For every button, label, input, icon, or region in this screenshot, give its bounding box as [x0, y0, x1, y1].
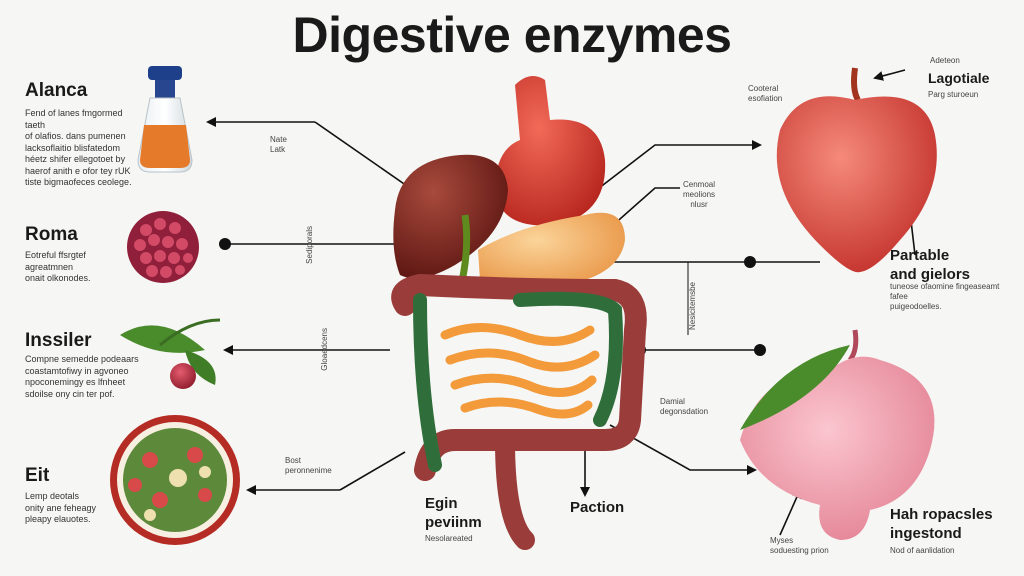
pancreas-shape — [478, 212, 625, 292]
stomach-shape — [495, 76, 606, 226]
label-eit: Eit — [25, 465, 50, 486]
label-myses: Myses soduesting prion — [770, 536, 829, 555]
arrow-pink — [609, 424, 757, 475]
label-nate: Nate Latk — [270, 135, 287, 154]
liver-shape — [393, 154, 508, 279]
label-partable: Partable and gielors — [890, 247, 971, 283]
label-egin: Egin peviinm — [425, 495, 482, 531]
label-partable-sub: tuneose ofaomine fingeaseamt fafee puige… — [890, 282, 1000, 311]
rectum — [495, 430, 535, 550]
page-title: Digestive enzymes — [292, 7, 732, 63]
label-cenmal: Cenmoal meolions nlusr — [683, 180, 716, 209]
label-gloaedcens: Gloaedcens — [320, 328, 329, 371]
small-intestine — [440, 323, 600, 419]
desc-roma: Eotreful ffsrgtef agreatmnen onait olkon… — [25, 250, 91, 283]
label-coolteral: Cooteral esofiation — [748, 84, 783, 103]
desc-alanca: Fend of lanes fmgormed taeth of olafios.… — [25, 108, 132, 187]
digestive-organs — [391, 76, 647, 550]
label-inssiler: Inssiler — [25, 330, 92, 351]
leaf-berry-icon — [120, 318, 221, 389]
label-hah-sub: Nod of aanlidation — [890, 546, 955, 555]
label-paction: Paction — [570, 499, 625, 516]
apple-icon — [776, 67, 937, 273]
label-nesicitemsbe: Nesicitemsbe — [688, 282, 697, 331]
desc-eit: Lemp deotals onity ane feheagy pleapy el… — [25, 491, 97, 524]
label-lagotiale-sub: Parg sturoeun — [928, 90, 979, 99]
label-egin-sub: Nesolareated — [425, 534, 473, 543]
label-bost: Bost peronnenime — [285, 456, 332, 475]
bowl-icon — [110, 415, 240, 545]
desc-inssiler: Compne semedde podeaars coastamtofiwy in… — [25, 354, 139, 399]
colon-outer — [391, 273, 647, 481]
label-roma: Roma — [25, 224, 78, 245]
label-hah: Hah ropacsles ingestond — [890, 506, 993, 542]
label-alanca: Alanca — [25, 80, 88, 101]
pink-fruit-icon — [740, 329, 935, 540]
bottle-icon — [137, 66, 193, 173]
label-damal: Damial degonsdation — [660, 397, 709, 416]
label-lagotiale: Lagotiale — [928, 70, 990, 86]
arrow-apple — [589, 140, 762, 196]
label-sediporals: Sediporals — [305, 226, 314, 264]
berry-cluster-icon — [127, 211, 199, 283]
label-adetfon: Adeteon — [930, 56, 960, 65]
